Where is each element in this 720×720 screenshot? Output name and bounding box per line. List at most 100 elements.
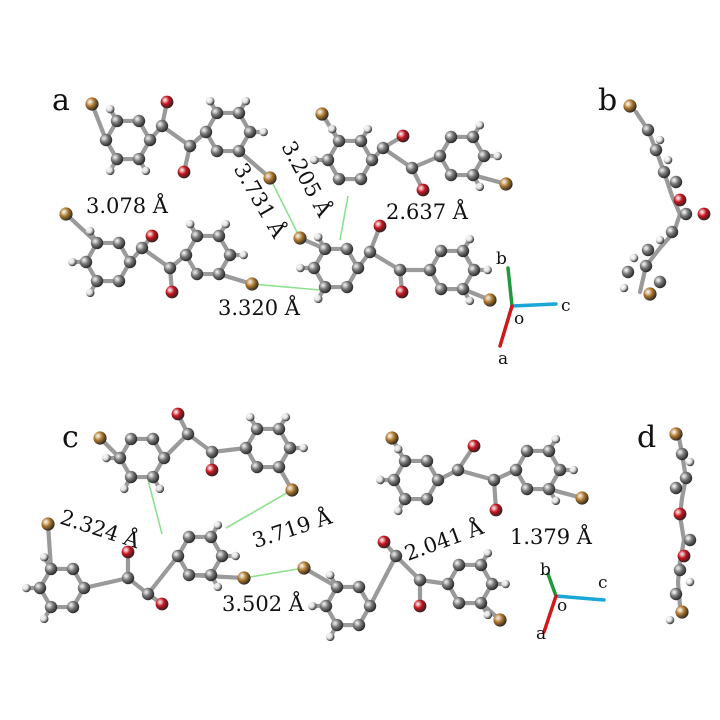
carbon-atom — [232, 144, 246, 158]
bond — [669, 193, 683, 217]
hydrogen-atom — [325, 570, 335, 580]
bromine-atom — [493, 613, 507, 627]
hydrogen-atom — [39, 614, 49, 624]
carbon-atom — [398, 454, 412, 468]
side-view-atom — [677, 549, 691, 563]
carbon-atom — [520, 482, 534, 496]
contact-line — [147, 479, 163, 535]
carbon-atom — [223, 248, 237, 262]
side-view-atom — [655, 235, 665, 245]
carbon-atom — [319, 599, 333, 613]
distance-label-a5: 3.320 Å — [218, 296, 300, 320]
carbon-atom — [485, 577, 499, 591]
side-view-atom — [683, 533, 697, 547]
oxygen-atom — [205, 463, 219, 477]
carbon-atom — [132, 114, 146, 128]
axis-line — [506, 266, 514, 308]
carbon-atom — [171, 549, 185, 563]
carbon-atom — [340, 242, 354, 256]
distance-label-c4: 1.379 Å — [510, 525, 592, 549]
carbon-atom — [363, 245, 377, 259]
carbon-atom — [143, 133, 157, 147]
hydrogen-atom — [313, 294, 323, 304]
carbon-atom — [332, 172, 346, 186]
carbon-atom — [146, 432, 160, 446]
oxygen-atom — [145, 229, 159, 243]
carbon-atom — [90, 236, 104, 250]
carbon-atom — [210, 106, 224, 120]
carbon-atom — [553, 463, 567, 477]
side-view-atom — [673, 563, 687, 577]
oxygen-atom — [165, 285, 179, 299]
side-view-atom — [653, 275, 667, 289]
side-view-atom — [665, 225, 679, 239]
hydrogen-atom — [239, 250, 248, 260]
carbon-atom — [451, 463, 465, 477]
carbon-atom — [250, 422, 264, 436]
carbon-atom — [393, 263, 407, 277]
carbon-atom — [318, 280, 332, 294]
carbon-atom — [204, 568, 218, 582]
carbon-atom — [520, 444, 534, 458]
bond — [81, 575, 131, 591]
carbon-atom — [110, 152, 124, 166]
hydrogen-atom — [85, 226, 95, 236]
carbon-atom — [354, 134, 368, 148]
hydrogen-atom — [245, 412, 255, 422]
contact-line — [225, 489, 293, 529]
carbon-atom — [239, 441, 253, 455]
side-view-atom — [685, 457, 695, 467]
hydrogen-atom — [376, 475, 385, 485]
side-view-atom — [639, 259, 653, 273]
carbon-atom — [212, 267, 226, 281]
side-view-atom — [649, 143, 663, 157]
bromine-atom — [41, 517, 55, 531]
axis-label-a-bottom: a — [536, 624, 547, 644]
hydrogen-atom — [119, 484, 129, 494]
hydrogen-atom — [493, 151, 502, 161]
contact-line — [243, 567, 305, 579]
bromine-atom — [483, 293, 497, 307]
carbon-atom — [330, 618, 344, 632]
hydrogen-atom — [475, 120, 485, 130]
carbon-atom — [181, 427, 195, 441]
carbon-atom — [420, 454, 434, 468]
carbon-atom — [182, 568, 196, 582]
carbon-atom — [474, 558, 488, 572]
carbon-atom — [352, 580, 366, 594]
carbon-atom — [466, 130, 480, 144]
side-view-atom — [679, 207, 693, 221]
carbon-atom — [232, 106, 246, 120]
carbon-atom — [99, 133, 113, 147]
oxygen-atom — [373, 219, 387, 233]
side-view-atom — [669, 175, 683, 189]
hydrogen-atom — [105, 166, 115, 176]
bromine-atom — [263, 171, 277, 185]
carbon-atom — [389, 549, 403, 563]
bromine-atom — [245, 277, 259, 291]
hydrogen-atom — [231, 551, 240, 561]
bromine-atom — [297, 561, 311, 575]
oxygen-atom — [416, 183, 430, 197]
carbon-atom — [423, 263, 437, 277]
carbon-atom — [441, 577, 455, 591]
carbon-atom — [112, 236, 126, 250]
carbon-atom — [141, 587, 155, 601]
carbon-atom — [212, 229, 226, 243]
panel-label-d: d — [637, 420, 657, 455]
side-view-atom — [663, 155, 673, 165]
bond — [45, 521, 54, 572]
side-view-atom — [669, 481, 683, 495]
hydrogen-atom — [501, 579, 510, 589]
carbon-atom — [542, 444, 556, 458]
hydrogen-atom — [213, 582, 223, 592]
side-view-atom — [697, 207, 711, 221]
carbon-atom — [307, 261, 321, 275]
panel-label-b: b — [598, 83, 618, 118]
atoms — [22, 95, 711, 642]
carbon-atom — [354, 172, 368, 186]
bromine-atom — [575, 491, 589, 505]
carbon-atom — [210, 144, 224, 158]
oxygen-atom — [377, 535, 391, 549]
bond — [145, 553, 181, 597]
